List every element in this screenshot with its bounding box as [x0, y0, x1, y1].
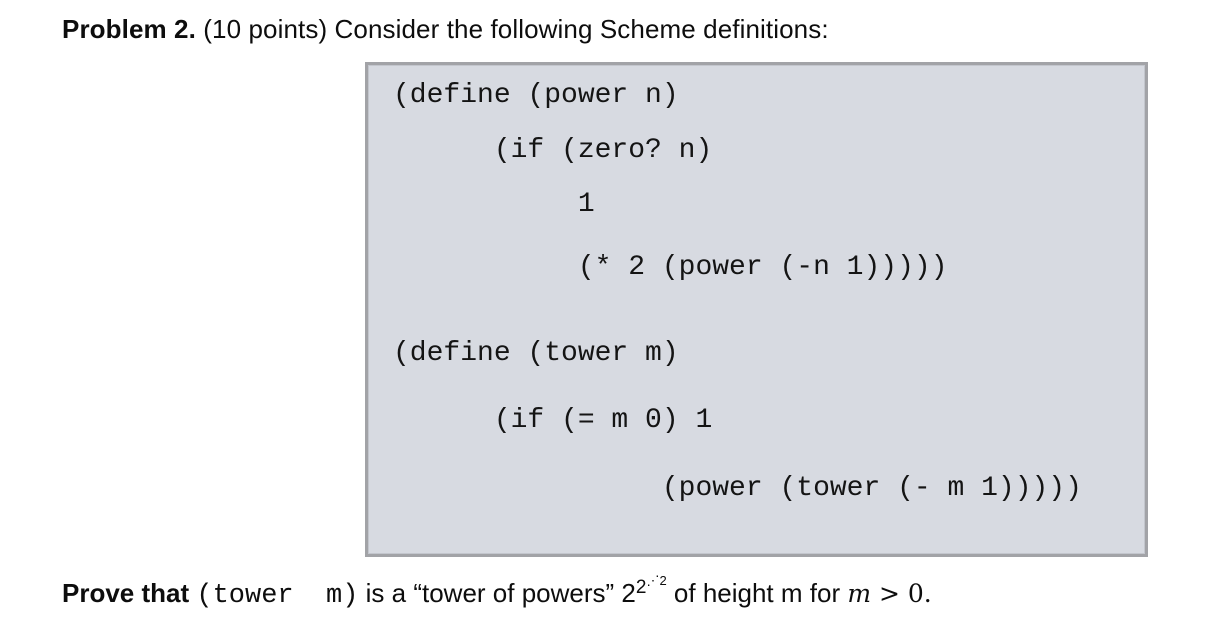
scheme-code-panel: (define (power n) (if (zero? n) 1 (* 2 (… — [365, 62, 1148, 557]
code-line: (* 2 (power (-n 1))))) — [393, 252, 948, 283]
prove-after-text: of height m for — [666, 578, 848, 608]
math-variable-m: m — [847, 579, 872, 608]
inline-code-tower-m: (tower m) — [196, 581, 359, 611]
tower-exp1-digit: 2 — [635, 577, 647, 598]
prove-mid-text: is a “tower of powers” — [358, 578, 622, 608]
code-line: (if (= m 0) 1 — [393, 405, 713, 436]
code-line: (if (zero? n) — [393, 135, 713, 166]
prove-statement: Prove that (tower m) is a “tower of powe… — [62, 574, 932, 611]
problem-heading-text: (10 points) Consider the following Schem… — [195, 14, 829, 44]
math-inequality: > 0. — [871, 579, 932, 608]
code-line: (define (tower m) — [393, 338, 679, 369]
tower-exponent-2: ⋰2 — [646, 573, 666, 588]
tower-exponent-1: 2⋰2 — [635, 574, 667, 598]
code-line: (define (power n) — [393, 80, 679, 111]
diagonal-dots: ⋰ — [646, 573, 660, 588]
problem-number-label: Problem 2. — [62, 14, 196, 44]
code-line: (power (tower (- m 1))))) — [393, 473, 1082, 504]
code-line: 1 — [393, 189, 595, 220]
power-tower-expression: 22⋰2 — [621, 574, 667, 608]
tower-exp2-digit: 2 — [659, 573, 667, 588]
problem-heading: Problem 2. (10 points) Consider the foll… — [62, 14, 829, 45]
prove-label: Prove that — [62, 578, 190, 608]
tower-base: 2 — [621, 578, 636, 608]
